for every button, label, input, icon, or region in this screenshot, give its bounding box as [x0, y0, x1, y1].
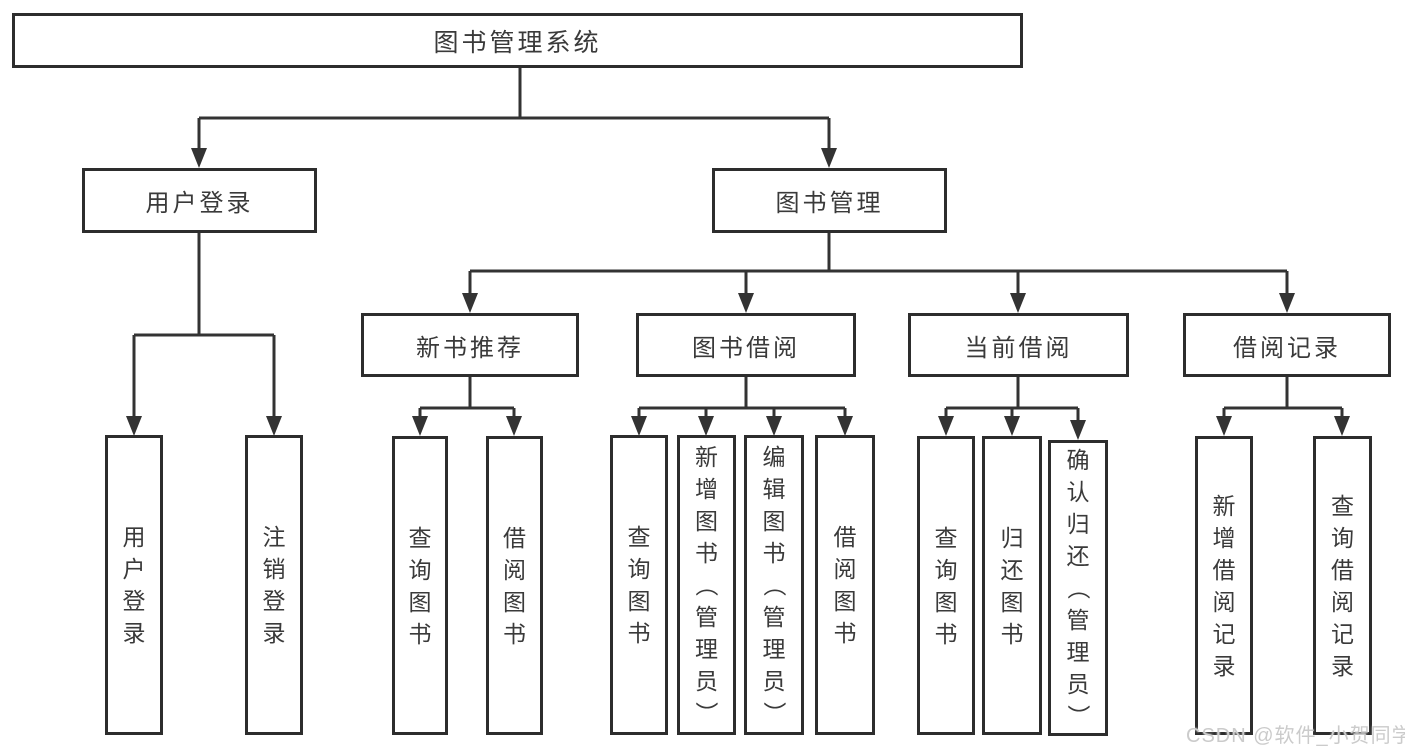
- node-borrow-records-label: 借阅记录: [1233, 334, 1341, 362]
- leaf-query-books-borrow: 查询图书: [610, 435, 668, 735]
- leaf-edit-book-admin-label: 编辑图书（管理员）: [761, 444, 787, 725]
- leaf-query-books-borrow-label: 查询图书: [627, 524, 651, 646]
- node-book-management-label: 图书管理: [775, 190, 884, 217]
- node-book-borrow: 图书借阅: [636, 313, 856, 377]
- node-user-login-label: 用户登录: [145, 190, 254, 217]
- leaf-logout-label: 注销登录: [262, 524, 286, 646]
- leaf-query-borrow-record: 查询借阅记录: [1313, 436, 1372, 735]
- node-current-borrow-label: 当前借阅: [964, 334, 1073, 362]
- leaf-borrow-books-borrow: 借阅图书: [815, 435, 875, 735]
- leaf-user-login: 用户登录: [105, 435, 163, 735]
- leaf-return-book: 归还图书: [982, 436, 1042, 735]
- node-borrow-records: 借阅记录: [1183, 313, 1391, 377]
- leaf-query-books-current: 查询图书: [917, 436, 975, 735]
- leaf-confirm-return-admin: 确认归还（管理员）: [1048, 440, 1108, 736]
- leaf-add-borrow-record: 新增借阅记录: [1195, 436, 1253, 735]
- node-current-borrow: 当前借阅: [908, 313, 1129, 377]
- node-new-book-recommend: 新书推荐: [361, 313, 579, 377]
- leaf-edit-book-admin: 编辑图书（管理员）: [744, 435, 804, 735]
- leaf-borrow-books-recommend-label: 借阅图书: [503, 524, 526, 647]
- watermark: CSDN @软件_小贺同学: [1186, 725, 1405, 747]
- node-root-system: 图书管理系统: [12, 13, 1023, 68]
- leaf-logout: 注销登录: [245, 435, 303, 735]
- node-new-book-recommend-label: 新书推荐: [416, 334, 524, 362]
- node-book-borrow-label: 图书借阅: [692, 334, 800, 362]
- leaf-return-book-label: 归还图书: [1000, 524, 1024, 647]
- leaf-add-book-admin: 新增图书（管理员）: [677, 435, 736, 735]
- leaf-add-borrow-record-label: 新增借阅记录: [1212, 492, 1236, 679]
- leaf-query-borrow-record-label: 查询借阅记录: [1331, 492, 1354, 679]
- node-user-login: 用户登录: [82, 168, 317, 233]
- leaf-query-books-recommend: 查询图书: [392, 436, 448, 735]
- leaf-add-book-admin-label: 新增图书（管理员）: [693, 444, 720, 725]
- leaf-borrow-books-borrow-label: 借阅图书: [833, 524, 857, 646]
- leaf-query-books-current-label: 查询图书: [934, 524, 958, 647]
- leaf-confirm-return-admin-label: 确认归还（管理员）: [1065, 447, 1091, 728]
- leaf-borrow-books-recommend: 借阅图书: [486, 436, 543, 735]
- node-root-label: 图书管理系统: [433, 28, 602, 57]
- node-book-management: 图书管理: [712, 168, 947, 233]
- leaf-user-login-label: 用户登录: [122, 524, 146, 646]
- leaf-query-books-recommend-label: 查询图书: [408, 524, 432, 647]
- arrowheads: [126, 148, 1350, 440]
